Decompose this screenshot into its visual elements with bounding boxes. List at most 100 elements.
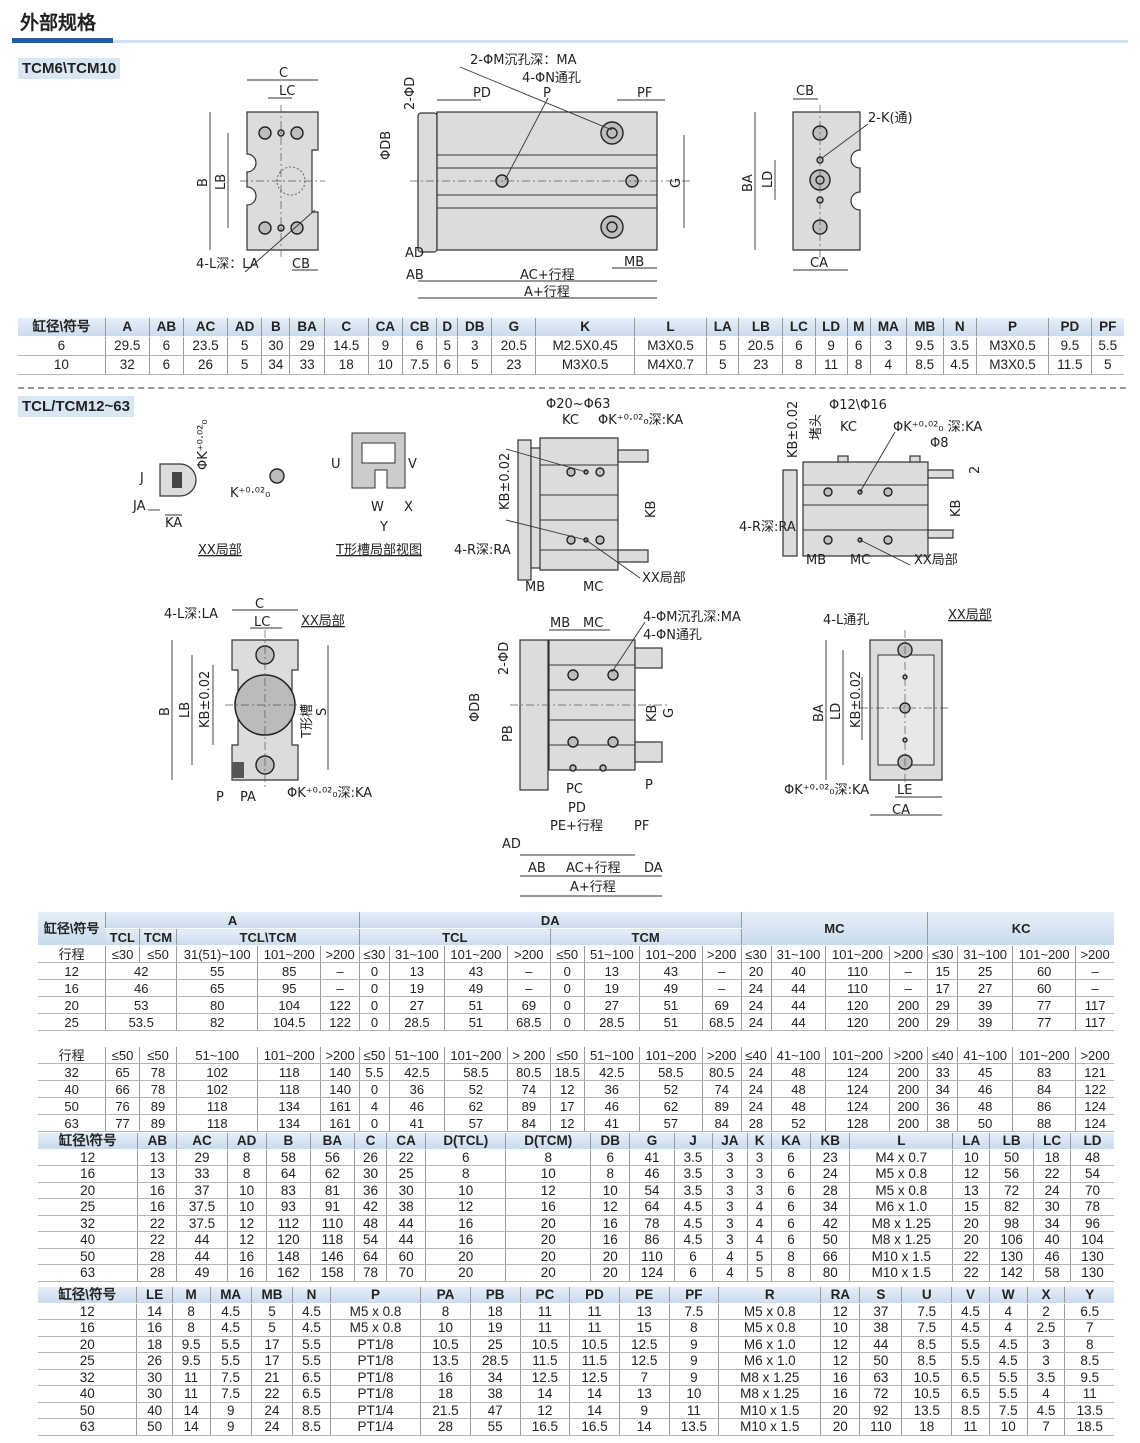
table-cell: 34 [1033,1215,1071,1232]
row-bore: 40 [38,1385,137,1403]
column-header: DB [457,318,492,337]
row-bore: 63 [38,1264,138,1282]
label-plug: 堵头 [809,414,824,440]
row-bore: 40 [38,1080,106,1098]
table-cell: 28.5 [583,1013,640,1031]
table-cell: 33 [927,1063,958,1081]
table-cell: 8.5 [901,1336,952,1353]
table-cell: 54 [1070,1165,1114,1183]
row-bore: 6 [18,336,106,356]
table-cell: 98 [989,1215,1034,1232]
table-cell: 3.5 [673,1182,713,1199]
table-cell: 48 [1070,1149,1114,1166]
column-header: LD [814,318,848,337]
table-cell: 104 [1070,1231,1114,1249]
table-cell: 46 [388,1097,445,1115]
column-header: L [633,318,707,337]
table-cell: 6 [770,1182,811,1199]
table-cell: 18 [901,1418,952,1436]
table-cell: 27 [583,996,640,1014]
table-cell: 6 [148,336,184,356]
table-cell: M10 x 1.5 [718,1402,821,1419]
label-xx-phik: ΦK⁺⁰·⁰²₀ [196,419,211,470]
column-header: AD [226,1133,267,1150]
row-bore: 32 [38,1369,137,1386]
table-cell: 70 [386,1264,426,1282]
table-cell: 36 [388,1080,445,1098]
table-cell: 29 [927,996,958,1014]
table-cell: 12 [505,1182,591,1199]
table-cell: 48 [353,1215,387,1232]
table-cell: 117 [1075,1013,1114,1031]
table-cell: 9.5 [171,1352,211,1370]
table-cell: M6 x 1.0 [718,1336,821,1353]
table-cell: 6 [436,355,458,375]
table-cell: 7.5 [401,355,437,375]
table-cell: 26 [136,1352,173,1370]
label-ld: LD [761,171,776,188]
stroke-range: ≤30 [358,945,390,963]
table-cell: 4.5 [673,1215,713,1232]
table-cell: 33 [176,1165,228,1183]
table-cell: 4.5 [951,1303,990,1320]
table-cell: 10 [988,1418,1028,1436]
table-cell: 38 [469,1385,520,1403]
table-cell: 102 [176,1063,258,1081]
table-cell: 110 [309,1215,355,1232]
label-xx-right: XX局部 [948,608,992,623]
stroke-label: 行程 [38,1047,106,1064]
table-cell: 28.5 [469,1352,520,1370]
table-cell: 122 [320,996,360,1014]
table-cell: M10 x 1.5 [849,1264,953,1282]
stroke-range: ≤30 [740,945,772,963]
table-cell: 161 [320,1114,360,1132]
table-cell: 91 [309,1198,355,1216]
label-j: J [139,471,144,486]
label-lb-bot: LB [178,702,193,718]
table-cell: 62 [309,1165,355,1183]
table-cell: 5.5 [988,1369,1028,1386]
row-bore: 50 [38,1097,106,1115]
table-cell: M3X0.5 [975,355,1049,375]
title-underline [12,38,113,43]
table-cell: 28 [137,1248,177,1265]
table-cell: 6.5 [1064,1303,1114,1320]
table-cell: 89 [701,1097,742,1115]
table-cell: 3 [1026,1352,1065,1370]
table-cell: 110 [859,1418,902,1436]
table-cell: M8 x 1.25 [849,1231,953,1249]
table-cell: 6.5 [951,1385,990,1403]
row-bore: 16 [38,1165,138,1183]
table-cell: 50 [957,1114,1013,1132]
table-cell: 86 [1012,1097,1076,1115]
table-cell: 56 [309,1149,355,1166]
table-cell: 30 [136,1385,173,1403]
table-cell: 27 [388,996,445,1014]
table-cell: 3 [711,1149,748,1166]
label-cb-right: CB [796,84,814,99]
table-cell: 78 [138,1063,177,1081]
table-cell: 50 [989,1149,1034,1166]
table-cell: 10.5 [569,1336,620,1353]
table-cell: 5.5 [209,1352,252,1370]
row-bore: 40 [38,1231,138,1249]
stroke-range: ≤50 [549,945,585,963]
table-cell: 26 [353,1149,387,1166]
table-cell: 49 [443,979,508,997]
table-cell: 8 [590,1165,630,1183]
table-subheader-row: TCL TCM TCL\TCM TCL TCM [38,928,1114,946]
table-cell: 12.5 [519,1369,570,1386]
table-cell: M5 x 0.8 [849,1165,953,1183]
table-cell: 37 [859,1303,902,1320]
table-cell: 33 [289,355,325,375]
column-header: MA [209,1287,252,1304]
table-cell: 20 [952,1231,990,1249]
table-cell: PT1/4 [329,1418,421,1436]
table-cell: 82 [989,1198,1034,1216]
label-ba: BA [741,174,756,192]
table-cell: 64 [265,1165,311,1183]
